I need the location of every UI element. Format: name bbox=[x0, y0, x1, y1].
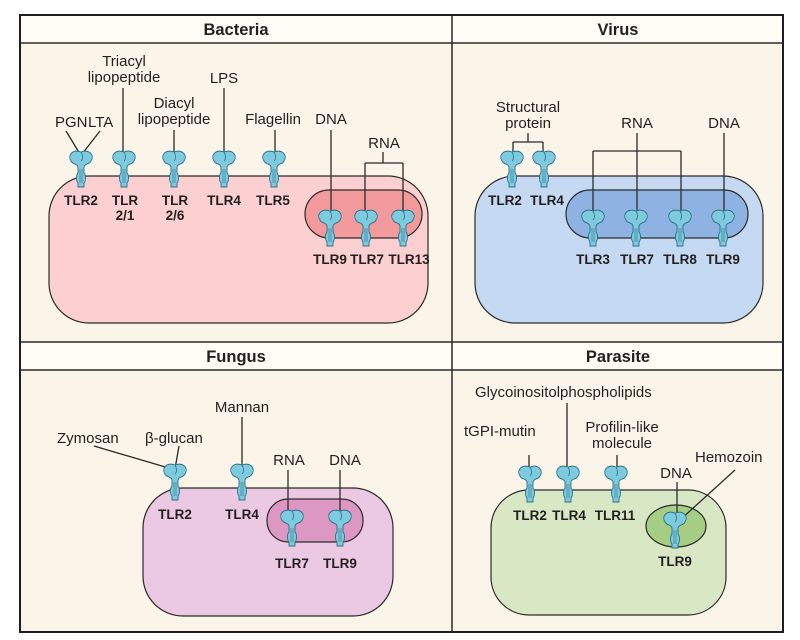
ligand-label: DNA bbox=[708, 115, 740, 132]
top-header-band bbox=[20, 15, 783, 43]
tlr-label: TLR bbox=[162, 193, 188, 208]
tlr-label: TLR7 bbox=[620, 252, 654, 267]
panel-fungus: Fungus Zymosan β-glucan Mannan RNA DNA T… bbox=[57, 348, 394, 617]
panel-parasite: Parasite tGPI-mutin Glycoinositolphospho… bbox=[464, 348, 763, 616]
tlr-label: TLR2 bbox=[64, 193, 98, 208]
ligand-label: Mannan bbox=[215, 399, 269, 416]
panel-title-fungus: Fungus bbox=[206, 348, 266, 366]
ligand-label: RNA bbox=[621, 115, 653, 132]
ligand-label: Structural bbox=[496, 99, 560, 116]
ligand-label: DNA bbox=[315, 111, 347, 128]
frame-lines bbox=[19, 14, 784, 633]
tlr-label: TLR2 bbox=[158, 507, 192, 522]
ligand-label: lipopeptide bbox=[138, 111, 211, 128]
ligand-label: LTA bbox=[88, 114, 113, 131]
tlr-label: TLR bbox=[112, 193, 138, 208]
panel-title-parasite: Parasite bbox=[586, 348, 650, 366]
bottom-header-band bbox=[20, 342, 783, 370]
ligand-label: tGPI-mutin bbox=[464, 423, 536, 440]
panel-title-virus: Virus bbox=[598, 21, 639, 39]
panel-virus: Virus Structural protein RNA DNA TLR2 TL… bbox=[474, 21, 764, 324]
ligand-label: RNA bbox=[368, 135, 400, 152]
panel-title-bacteria: Bacteria bbox=[203, 21, 269, 39]
panel-bacteria: Bacteria PGN LTA Triacyl lipopeptide Dia… bbox=[48, 21, 430, 324]
tlr-label: TLR9 bbox=[323, 556, 357, 571]
tlr-label: TLR4 bbox=[530, 193, 564, 208]
tlr-label: TLR4 bbox=[225, 507, 259, 522]
ligand-label: Diacyl bbox=[154, 95, 195, 112]
tlr-label: TLR9 bbox=[706, 252, 740, 267]
ligand-label: molecule bbox=[592, 435, 652, 452]
tlr-label: 2/6 bbox=[166, 208, 185, 223]
ligand-label: β-glucan bbox=[145, 430, 203, 447]
ligand-label: lipopeptide bbox=[88, 69, 161, 86]
ligand-label: Hemozoin bbox=[695, 449, 763, 466]
tlr-label: TLR4 bbox=[552, 508, 586, 523]
tlr-label: TLR13 bbox=[388, 252, 430, 267]
tlr-label: TLR9 bbox=[658, 554, 692, 569]
tlr-label: TLR2 bbox=[488, 193, 522, 208]
tlr-label: TLR7 bbox=[350, 252, 384, 267]
ligand-label: protein bbox=[505, 115, 551, 132]
ligand-label: DNA bbox=[660, 465, 692, 482]
ligand-label: PGN bbox=[55, 114, 88, 131]
tlr-label: TLR5 bbox=[256, 193, 290, 208]
tlr-label: TLR7 bbox=[275, 556, 309, 571]
ligand-label: DNA bbox=[329, 452, 361, 469]
tlr-label: TLR4 bbox=[207, 193, 241, 208]
ligand-label: LPS bbox=[210, 70, 238, 87]
ligand-label: Glycoinositolphospholipids bbox=[475, 384, 652, 401]
ligand-label: Zymosan bbox=[57, 430, 119, 447]
tlr-label: TLR9 bbox=[313, 252, 347, 267]
ligand-label: Flagellin bbox=[245, 111, 301, 128]
tlr-label: TLR8 bbox=[663, 252, 697, 267]
tlr-label: TLR11 bbox=[595, 508, 636, 523]
tlr-label: TLR3 bbox=[576, 252, 610, 267]
ligand-label: Triacyl bbox=[102, 53, 146, 70]
tlr-label: 2/1 bbox=[116, 208, 135, 223]
ligand-label: RNA bbox=[273, 452, 305, 469]
virus-endosome bbox=[565, 189, 749, 239]
ligand-label: Profilin-like bbox=[585, 419, 658, 436]
tlr-label: TLR2 bbox=[513, 508, 547, 523]
